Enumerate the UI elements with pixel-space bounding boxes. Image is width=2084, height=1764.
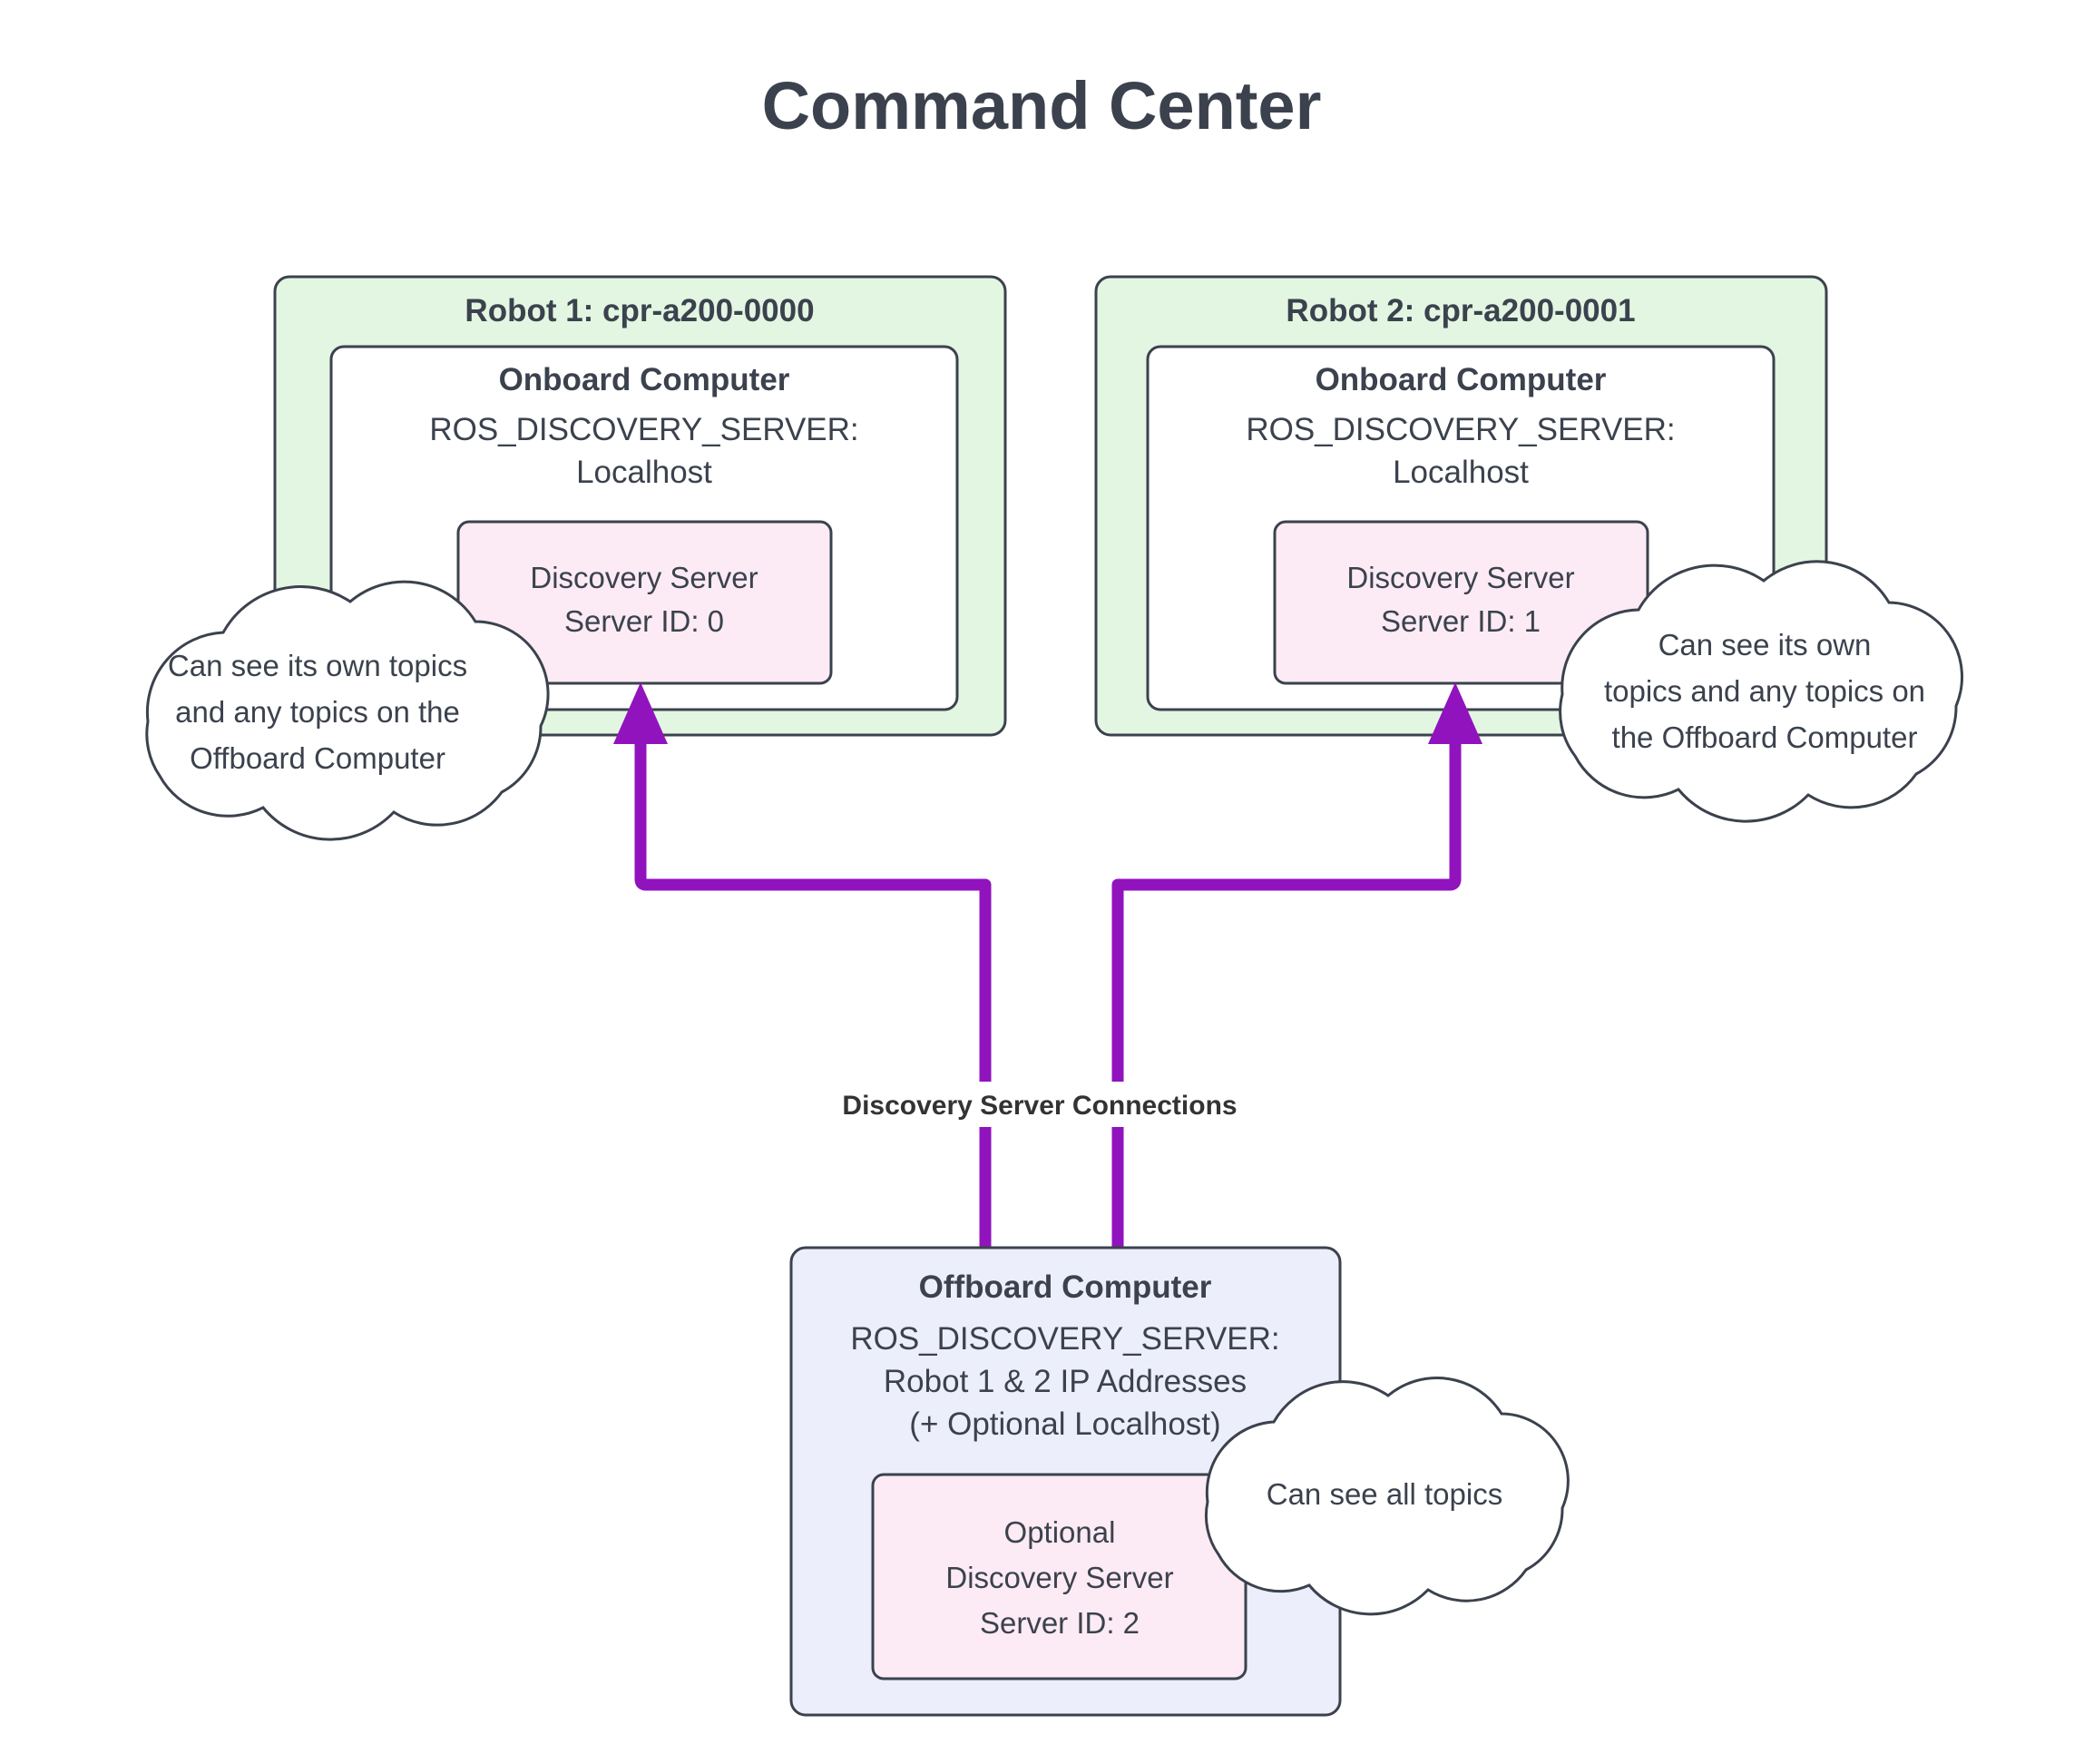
robot-1-discovery-server-id: Server ID: 0 [564,604,724,638]
connection-label: Discovery Server Connections [842,1091,1237,1121]
offboard-discovery-server-optional: Optional [1004,1515,1116,1549]
robot-2-discovery-server-label: Discovery Server [1346,561,1574,594]
callout-offboard-line-1: Can see all topics [1267,1477,1502,1511]
callout-robot-2-line-3: the Offboard Computer [1612,720,1918,754]
robot-2-onboard-title: Onboard Computer [1316,362,1607,397]
callout-robot-1-line-2: and any topics on the [175,695,460,729]
robot-1-onboard-title: Onboard Computer [499,362,790,397]
robot-2-discovery-server-id: Server ID: 1 [1381,604,1541,638]
connection-path-robot-1[interactable] [634,717,992,1248]
connection-arrowhead-robot-2 [1428,682,1482,744]
connection-arrowhead-robot-1 [613,682,668,744]
offboard-discovery-server-id: Server ID: 2 [980,1606,1140,1640]
page-title: Command Center [762,68,1322,143]
connection-label-backdrop [810,1082,1268,1127]
callout-robot-2-line-1: Can see its own [1658,628,1872,662]
callout-offboard[interactable]: Can see all topics [1204,1377,1570,1616]
robot-1-discovery-server-label: Discovery Server [530,561,758,594]
discovery-server-connections[interactable]: Discovery Server Connections [613,682,1482,1248]
robot-1-onboard-env-var: ROS_DISCOVERY_SERVER: [429,412,858,447]
offboard-computer-group[interactable]: Offboard Computer ROS_DISCOVERY_SERVER: … [789,1246,1342,1717]
robot-2-onboard-env-var: ROS_DISCOVERY_SERVER: [1246,412,1675,447]
robot-1-title: Robot 1: cpr-a200-0000 [465,293,814,328]
offboard-title: Offboard Computer [919,1269,1212,1305]
offboard-env-optional: (+ Optional Localhost) [909,1406,1220,1442]
robot-2-title: Robot 2: cpr-a200-0001 [1286,293,1635,328]
callout-robot-1-line-3: Offboard Computer [190,741,445,775]
callout-offboard-cloud [1204,1377,1570,1616]
callout-robot-1-line-1: Can see its own topics [168,649,467,682]
offboard-env-var: ROS_DISCOVERY_SERVER: [850,1321,1279,1357]
callout-robot-1-cloud [145,580,550,841]
callout-robot-2-cloud [1559,560,1963,823]
robot-1-onboard-env-value: Localhost [576,455,712,490]
connection-path-robot-2[interactable] [1111,717,1462,1248]
offboard-discovery-server-label: Discovery Server [945,1561,1173,1594]
callout-robot-2[interactable]: Can see its own topics and any topics on… [1559,560,1963,823]
callout-robot-2-line-2: topics and any topics on [1604,674,1925,708]
callout-robot-1[interactable]: Can see its own topics and any topics on… [145,580,550,841]
robot-2-onboard-env-value: Localhost [1393,455,1529,490]
offboard-env-value: Robot 1 & 2 IP Addresses [884,1364,1247,1399]
